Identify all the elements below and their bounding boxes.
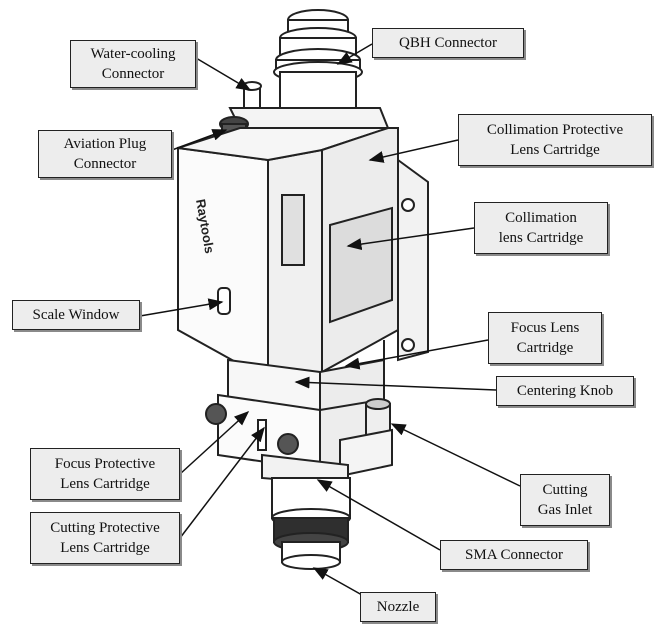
- side-bracket: [397, 158, 429, 362]
- arrow-focus-lens: [344, 339, 489, 370]
- collimation-lens-panel: [329, 206, 393, 324]
- label-sma-connector: SMA Connector: [440, 540, 588, 570]
- arrow-qbh: [336, 43, 373, 65]
- arrow-collimation-lens: [346, 227, 475, 251]
- label-qbh-connector: QBH Connector: [372, 28, 524, 58]
- label-focus-protective-lens-cartridge: Focus Protective Lens Cartridge: [30, 448, 180, 500]
- label-focus-lens-cartridge: Focus Lens Cartridge: [488, 312, 602, 364]
- qbh-connector-part: [273, 9, 363, 113]
- label-cutting-gas-inlet: Cutting Gas Inlet: [520, 474, 610, 526]
- leader-lines: [139, 43, 521, 605]
- arrow-centering-knob: [294, 376, 497, 391]
- label-scale-window: Scale Window: [12, 300, 140, 330]
- arrow-cutting-protective: [179, 426, 265, 539]
- laser-cutting-head-illustration: Raytools: [177, 9, 429, 570]
- top-plate: [228, 107, 390, 129]
- arrow-cutting-gas: [390, 423, 521, 487]
- nozzle-part: [271, 477, 351, 570]
- arrow-aviation-plug: [171, 129, 228, 151]
- label-collimation-protective-lens-cartridge: Collimation Protective Lens Cartridge: [458, 114, 652, 166]
- arrow-scale-window: [139, 298, 224, 317]
- label-aviation-plug-connector: Aviation Plug Connector: [38, 130, 172, 178]
- arrow-water-cooling: [195, 57, 252, 91]
- main-housing-front: [177, 146, 269, 382]
- arrow-focus-protective: [179, 410, 250, 475]
- arrow-sma: [316, 479, 441, 551]
- water-cooling-fitting: [242, 81, 262, 109]
- arrow-collimation-protective: [368, 139, 459, 163]
- label-water-cooling-connector: Water-cooling Connector: [70, 40, 196, 88]
- label-centering-knob: Centering Knob: [496, 376, 634, 406]
- scale-window-part: [217, 287, 231, 315]
- focus-knob-right: [277, 433, 299, 455]
- label-cutting-protective-lens-cartridge: Cutting Protective Lens Cartridge: [30, 512, 180, 564]
- label-nozzle: Nozzle: [360, 592, 436, 622]
- focus-knob-left: [205, 403, 227, 425]
- label-collimation-lens-cartridge: Collimation lens Cartridge: [474, 202, 608, 254]
